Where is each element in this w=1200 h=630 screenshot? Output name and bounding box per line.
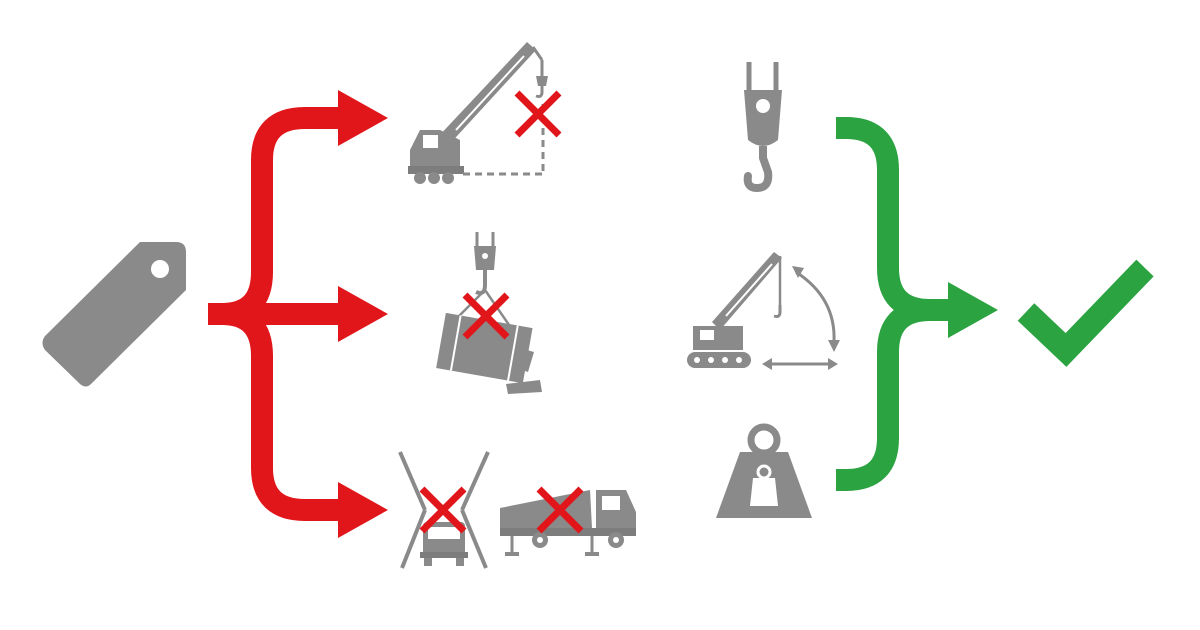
green-curly-brace-arrow (835, 117, 998, 491)
red-arrowhead-bottom (338, 482, 388, 538)
red-arrowhead-top (338, 90, 388, 146)
tipping-load-icon (436, 232, 542, 394)
red-arrowhead-middle (338, 286, 388, 342)
dump-truck-outrigger-icon (500, 489, 636, 556)
overhead-clearance-truck-icon (398, 451, 490, 569)
green-check-mark-icon (1017, 259, 1154, 367)
weight-icon (716, 423, 812, 518)
red-x-mark (517, 93, 559, 135)
crawler-crane-reach-icon (687, 252, 840, 370)
boom-crane-over-radius-icon (408, 42, 559, 184)
price-tag-icon (42, 242, 186, 387)
red-curly-brace-arrows (208, 90, 388, 538)
crane-hook-icon (743, 62, 782, 193)
green-arrowhead (948, 282, 998, 338)
